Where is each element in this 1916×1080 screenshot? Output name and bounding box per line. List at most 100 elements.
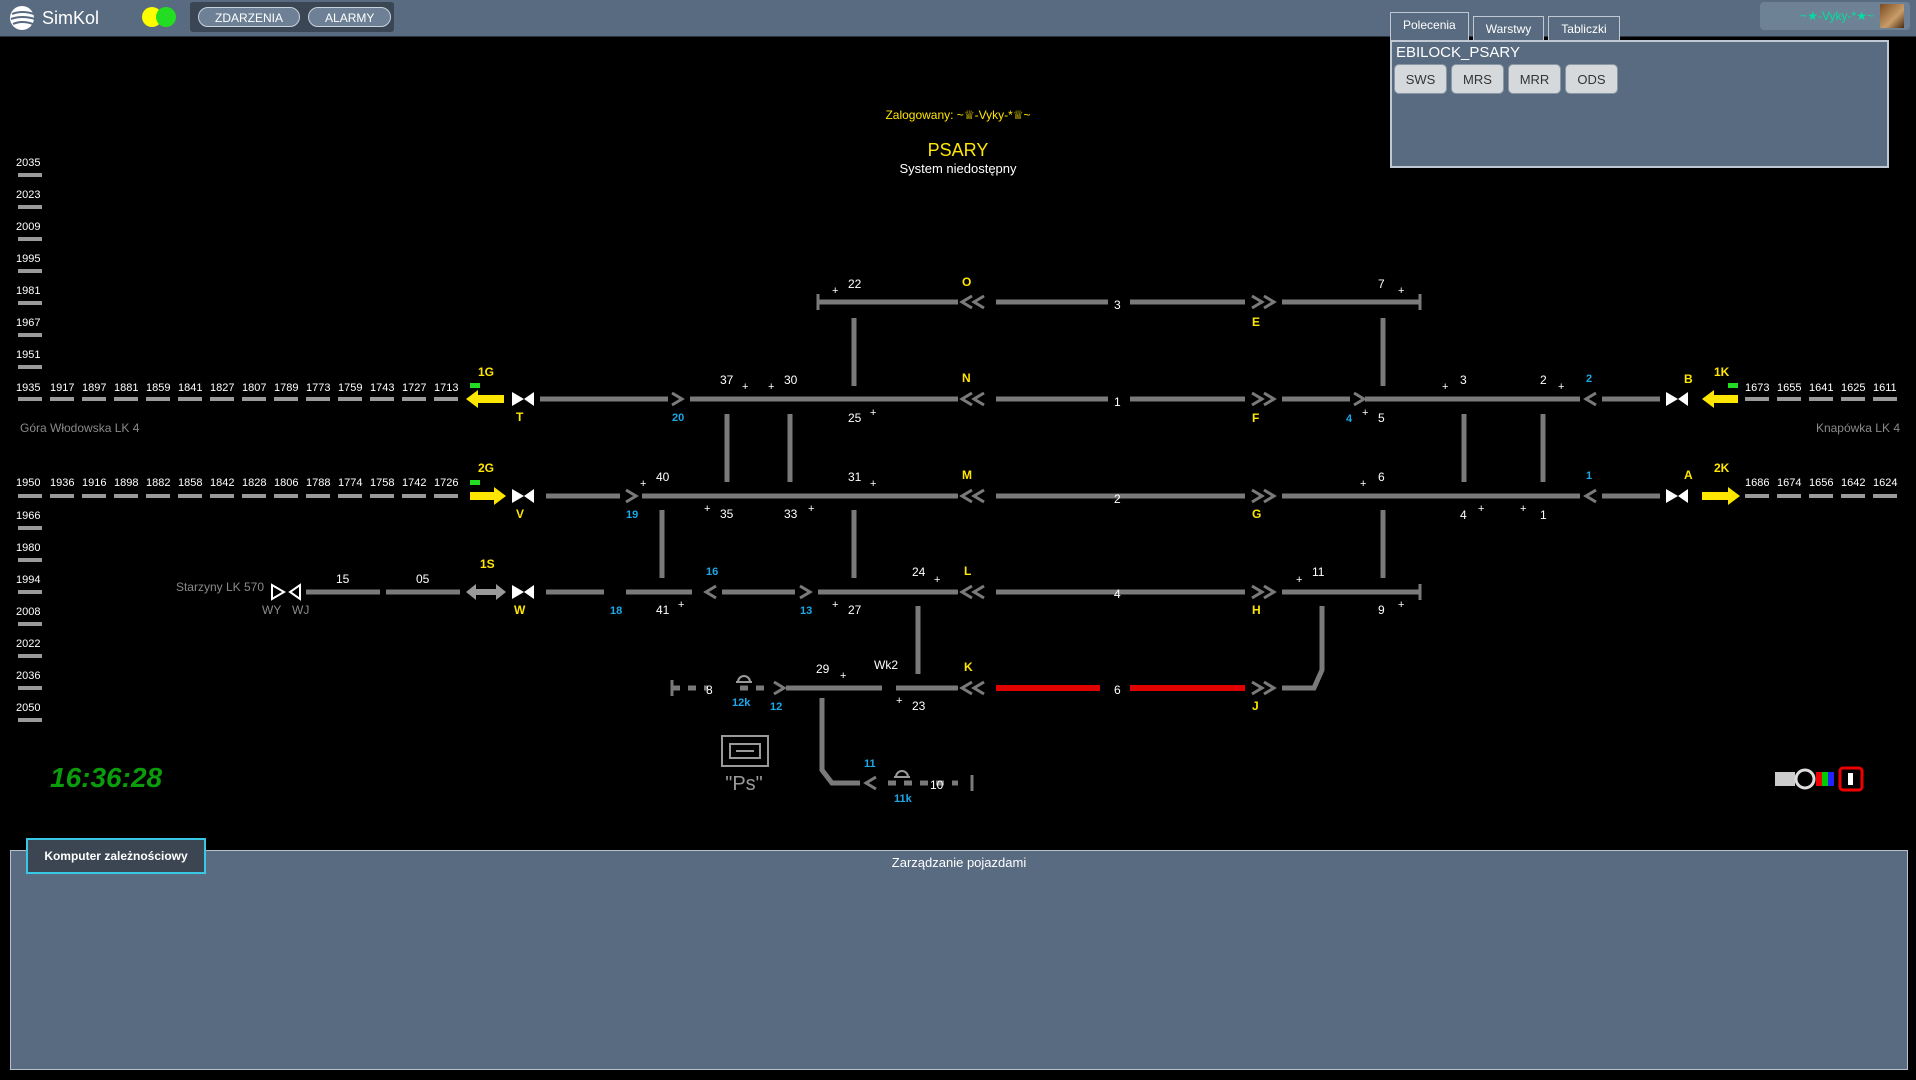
timeline-label: 1967	[16, 317, 40, 329]
block-numbers-right: 1673 1655 1641 1625 1611 1686 1674 1656 …	[1745, 382, 1897, 489]
block-number: 1828	[242, 477, 266, 489]
block-numbers-upper-left: 1917 1897 1881 1859 1841 1827 1807 1789 …	[50, 382, 458, 394]
svg-text:+: +	[640, 478, 646, 490]
ods-button[interactable]: ODS	[1565, 64, 1618, 94]
barrier-icon[interactable]	[895, 770, 909, 778]
panel-title: Zarządzanie pojazdami	[891, 855, 1027, 870]
block-number: 1655	[1777, 382, 1801, 394]
signal-label: J	[1252, 699, 1259, 713]
sws-button[interactable]: SWS	[1394, 64, 1447, 94]
timeline-label: 2008	[16, 606, 40, 618]
tab-tabliczki[interactable]: Tabliczki	[1548, 16, 1620, 40]
signal-label: 1G	[478, 365, 494, 379]
signal-head-icon[interactable]	[512, 392, 524, 406]
svg-text:+: +	[1520, 503, 1526, 515]
arrow-right-icon[interactable]	[1702, 487, 1740, 505]
block-number: 1827	[210, 382, 234, 394]
signal-head-icon[interactable]	[524, 489, 534, 503]
svg-text:+: +	[934, 574, 940, 586]
tracks	[306, 299, 1660, 786]
track-label: 23	[912, 699, 926, 713]
svg-text:+: +	[832, 599, 838, 611]
track-label: 7	[1378, 277, 1385, 291]
timeline-label: 1980	[16, 542, 40, 554]
track-label: 27	[848, 603, 862, 617]
system-status: System niedostępny	[899, 161, 1017, 176]
timeline-label: 2036	[16, 670, 40, 682]
signal-label: H	[1252, 603, 1261, 617]
signal-label: N	[962, 371, 971, 385]
arrow-left-icon[interactable]	[466, 390, 504, 408]
direction-branch: Starzyny LK 570	[176, 580, 264, 594]
direction-arrows	[466, 390, 1740, 505]
track-label: 37	[720, 373, 734, 387]
block-number: 1858	[178, 477, 202, 489]
track-label: 3	[1114, 298, 1121, 312]
signal-head-icon[interactable]	[1678, 489, 1688, 503]
alert-icon[interactable]	[1838, 766, 1864, 792]
svg-text:+: +	[840, 670, 846, 682]
signal-head-icon[interactable]	[1678, 392, 1688, 406]
block-number: 1642	[1841, 477, 1865, 489]
block-number: 1789	[274, 382, 298, 394]
mrs-button[interactable]: MRS	[1451, 64, 1504, 94]
block-number: 1641	[1809, 382, 1833, 394]
block-number: 1917	[50, 382, 74, 394]
timeline-label: 1981	[16, 285, 40, 297]
switch-label: 11k	[894, 793, 913, 805]
double-arrow-icon[interactable]	[466, 584, 506, 600]
timeline-label: 2022	[16, 638, 40, 650]
timeline-label: 2023	[16, 189, 40, 201]
signal-label: G	[1252, 507, 1261, 521]
track-label: 4	[1114, 587, 1121, 601]
status-lights	[142, 4, 184, 30]
timeline-label: 1966	[16, 510, 40, 522]
branch-arrow	[466, 584, 506, 600]
signal-head-icon[interactable]	[1666, 392, 1678, 406]
ps-indicator[interactable]: "Ps"	[721, 735, 769, 795]
signal-head-icon[interactable]	[524, 585, 534, 599]
user-badge[interactable]: ~★-Vyky-*★~	[1760, 2, 1910, 30]
block-number: 1916	[82, 477, 106, 489]
avatar[interactable]	[1880, 4, 1904, 28]
mrr-button[interactable]: MRR	[1508, 64, 1561, 94]
button-label: Komputer zależnościowy	[44, 849, 188, 863]
block-number: 1882	[146, 477, 170, 489]
track-label: 15	[336, 572, 350, 586]
barrier-icon[interactable]	[737, 675, 751, 683]
alarms-button[interactable]: ALARMY	[308, 7, 392, 27]
track-label: Wk2	[874, 658, 898, 672]
svg-text:+: +	[1398, 599, 1404, 611]
refresh-icon[interactable]	[1794, 768, 1816, 790]
block-number: 1624	[1873, 477, 1897, 489]
signal-head-icon[interactable]	[512, 489, 524, 503]
switch-plus-markers: ++ +++ +++ ++++ +++ +++++ ++	[640, 285, 1564, 707]
track-label: 25	[848, 411, 862, 425]
signal-label: 2G	[478, 461, 494, 475]
svg-text:+: +	[768, 381, 774, 393]
green-markers	[470, 383, 1738, 485]
arrow-left-icon[interactable]	[1702, 390, 1738, 408]
signal-head-icon[interactable]	[1666, 489, 1678, 503]
timeline-label: 2050	[16, 702, 40, 714]
events-button[interactable]: ZDARZENIA	[198, 7, 301, 27]
track-label: 6	[1378, 470, 1385, 484]
crossover[interactable]	[1282, 606, 1325, 691]
block-number: 1742	[402, 477, 426, 489]
signal-head-icon[interactable]	[524, 392, 534, 406]
clock: 16:36:28	[50, 762, 163, 793]
switch-label: 20	[672, 412, 684, 424]
signal-head-icon[interactable]	[512, 585, 524, 599]
arrow-right-icon[interactable]	[470, 487, 506, 505]
timeline-label: 1950	[16, 477, 40, 489]
track-label: 4	[1460, 508, 1467, 522]
block-number: 1898	[114, 477, 138, 489]
direction-left: Góra Włodowska LK 4	[20, 421, 140, 435]
block-number: 1806	[274, 477, 298, 489]
crossover[interactable]	[819, 698, 860, 786]
tab-warstwy[interactable]: Warstwy	[1472, 16, 1545, 40]
interlocking-computer-button[interactable]: Komputer zależnościowy	[26, 838, 206, 874]
tab-polecenia[interactable]: Polecenia	[1390, 12, 1469, 40]
svg-text:+: +	[704, 503, 710, 515]
block-number: 1726	[434, 477, 458, 489]
